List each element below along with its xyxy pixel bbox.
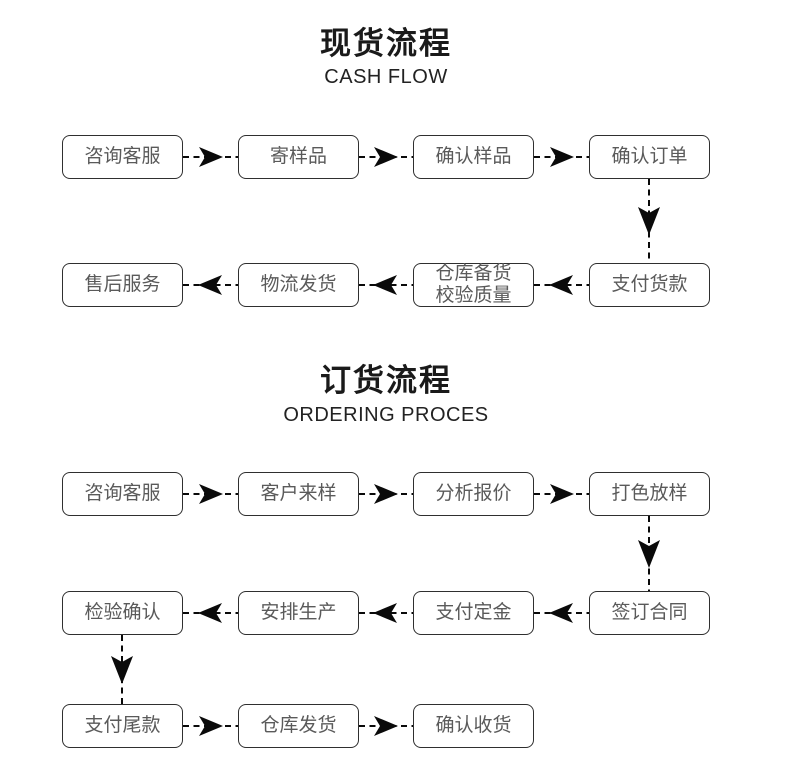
arrow-left-icon (534, 275, 589, 295)
arrow-right-connector (359, 714, 413, 738)
flow-box-order-confirm-receipt: 确认收货 (413, 704, 534, 748)
arrowhead (373, 603, 397, 623)
arrowhead (199, 484, 223, 504)
arrow-left-icon (534, 603, 589, 623)
flow-box-cash-confirm-order: 确认订单 (589, 135, 710, 179)
cash-flow-title-zh: 现货流程 (320, 26, 452, 61)
arrow-right-connector (183, 145, 238, 169)
arrowhead (198, 275, 222, 295)
flow-box-order-pay-balance: 支付尾款 (62, 704, 183, 748)
arrow-right-icon (359, 147, 413, 167)
arrow-left-connector (359, 273, 413, 297)
arrow-left-connector (183, 601, 238, 625)
flow-box-order-consult-service: 咨询客服 (62, 472, 183, 516)
arrowhead (550, 484, 574, 504)
arrow-down-icon (111, 635, 133, 704)
arrow-left-connector (183, 273, 238, 297)
flow-box-cash-logistics-ship: 物流发货 (238, 263, 359, 307)
flow-box-order-inspection-confirm: 检验确认 (62, 591, 183, 635)
arrow-right-icon (359, 716, 413, 736)
arrowhead (199, 147, 223, 167)
arrowhead (111, 656, 133, 684)
flow-box-order-arrange-production: 安排生产 (238, 591, 359, 635)
flow-box-order-color-sampling: 打色放样 (589, 472, 710, 516)
arrow-left-connector (534, 601, 589, 625)
arrow-down-connector (111, 635, 133, 704)
arrow-down-connector (638, 179, 660, 263)
arrow-right-connector (534, 482, 589, 506)
arrowhead (549, 275, 573, 295)
flow-box-cash-confirm-sample: 确认样品 (413, 135, 534, 179)
arrowhead (373, 275, 397, 295)
arrow-right-icon (534, 484, 589, 504)
flow-box-order-customer-sample: 客户来样 (238, 472, 359, 516)
arrow-down-connector (638, 516, 660, 591)
flow-box-cash-pay-goods: 支付货款 (589, 263, 710, 307)
arrow-down-icon (638, 179, 660, 263)
arrow-right-icon (183, 716, 238, 736)
arrow-left-icon (183, 603, 238, 623)
arrowhead (374, 484, 398, 504)
arrow-right-connector (359, 145, 413, 169)
arrow-left-icon (359, 275, 413, 295)
arrow-right-connector (359, 482, 413, 506)
arrowhead (550, 147, 574, 167)
arrowhead (374, 147, 398, 167)
arrowhead (549, 603, 573, 623)
arrow-left-connector (534, 273, 589, 297)
flow-box-cash-warehouse-stock-qc: 仓库备货 校验质量 (413, 263, 534, 307)
flow-box-order-pay-deposit: 支付定金 (413, 591, 534, 635)
arrowhead (638, 207, 660, 235)
cash-flow-title-en: CASH FLOW (324, 66, 448, 88)
arrow-down-icon (638, 516, 660, 591)
arrow-left-connector (359, 601, 413, 625)
flow-box-order-analyze-quote: 分析报价 (413, 472, 534, 516)
arrow-right-connector (183, 482, 238, 506)
flow-box-cash-after-sales: 售后服务 (62, 263, 183, 307)
flow-box-cash-consult-service: 咨询客服 (62, 135, 183, 179)
arrow-right-connector (183, 714, 238, 738)
arrow-right-icon (183, 147, 238, 167)
flow-box-order-sign-contract: 签订合同 (589, 591, 710, 635)
ordering-title-en: ORDERING PROCES (283, 404, 489, 426)
ordering-title-zh: 订货流程 (320, 363, 452, 398)
flow-box-order-warehouse-ship: 仓库发货 (238, 704, 359, 748)
arrow-right-icon (534, 147, 589, 167)
arrow-left-icon (359, 603, 413, 623)
arrowhead (198, 603, 222, 623)
arrow-right-icon (183, 484, 238, 504)
arrow-right-icon (359, 484, 413, 504)
arrow-left-icon (183, 275, 238, 295)
arrowhead (374, 716, 398, 736)
arrowhead (199, 716, 223, 736)
flow-box-cash-send-sample: 寄样品 (238, 135, 359, 179)
arrowhead (638, 540, 660, 568)
arrow-right-connector (534, 145, 589, 169)
